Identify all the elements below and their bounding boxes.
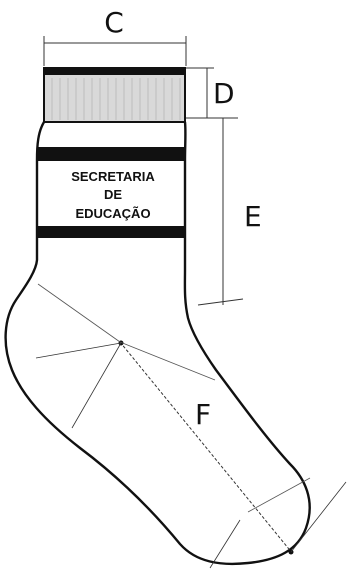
dimension-c: C	[43, 6, 187, 66]
dimension-f-line	[119, 341, 294, 555]
dimension-f-extension-toe-right	[290, 481, 347, 553]
label-line-1: SECRETARIA	[71, 169, 155, 184]
dimension-e-label: E	[244, 200, 262, 233]
dimension-c-label: C	[104, 6, 124, 39]
dimension-f-extension-toe	[209, 519, 241, 569]
dimension-f-extension-heel	[35, 342, 122, 359]
label-line-2: DE	[104, 187, 122, 202]
dimension-f-label: F	[195, 398, 211, 431]
sock-cuff	[43, 67, 186, 123]
dimension-d-label: D	[213, 77, 235, 110]
dimension-f-extension-heel-bottom	[71, 342, 122, 429]
dimension-e: E	[197, 118, 262, 306]
cuff-ribbing	[51, 78, 181, 120]
dimension-e-tick-bottom	[197, 298, 244, 306]
cuff-top-band	[44, 68, 185, 75]
dimension-d: D	[186, 67, 238, 119]
label-band-top-stripe	[37, 147, 185, 161]
label-band-bottom-stripe	[37, 226, 185, 238]
label-line-3: EDUCAÇÃO	[75, 206, 150, 221]
label-band: SECRETARIA DE EDUCAÇÃO	[37, 147, 185, 238]
dimension-f: F	[35, 340, 347, 569]
sock-outline	[4, 121, 311, 566]
heel-guides	[37, 283, 311, 513]
